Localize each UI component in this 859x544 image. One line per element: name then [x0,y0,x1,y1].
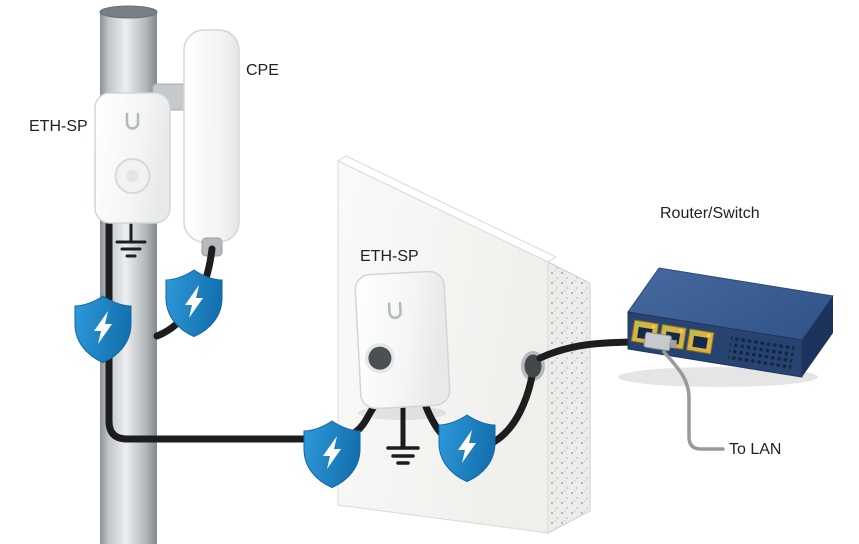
router-switch-label: Router/Switch [660,205,760,222]
lightning-bolt-icon [94,311,112,344]
vent-grid [727,334,795,371]
lan-cable-gray [662,350,725,451]
router-front-panel [630,319,795,371]
cpe-device [183,29,240,257]
port-slot [692,335,708,349]
ubiquiti-u-logo-icon [125,112,140,130]
port-led-amber [679,329,683,333]
wall-side-speckle [548,262,590,533]
wall-hole [524,354,542,378]
port-led-green [636,322,641,327]
labels: ETH-SP CPE ETH-SP Router/Switch To LAN [29,62,781,458]
eth-sp-wall-device [354,270,451,410]
eth-sp-body [354,270,451,410]
eth-sp-pole-device [94,92,171,224]
lightning-bolt-icon [185,285,203,318]
port-led-green [664,327,669,331]
ethernet-port [686,328,715,355]
surge-shields [74,269,496,489]
rj45-connector [643,331,678,352]
eth-sp-port-hole [368,346,392,370]
port-led-green [692,331,696,336]
eth-sp-port-cover-center [126,170,139,182]
ubiquiti-u-logo-icon [387,301,402,320]
surge-shield-icon [165,269,223,338]
router-side-face [802,296,833,377]
surge-shield-icon [74,295,132,364]
to-lan-label: To LAN [729,441,781,458]
lightning-bolt-icon [458,430,476,463]
port-led-amber [706,333,711,338]
lightning-bolt-icon [323,436,341,469]
eth-sp-pole-label: ETH-SP [29,118,88,135]
router-switch-device [618,267,834,451]
eth-sp-wall-label: ETH-SP [360,248,419,265]
surge-shield-icon [438,414,496,483]
connector-nose [668,339,678,349]
wall-ground-symbol [386,446,420,465]
surge-shield-icon [303,420,361,489]
port-led-amber [651,324,656,329]
cpe-body [183,29,240,243]
cpe-label: CPE [246,62,279,79]
pole-cap [99,5,158,19]
wall-device-shadow [358,406,446,420]
